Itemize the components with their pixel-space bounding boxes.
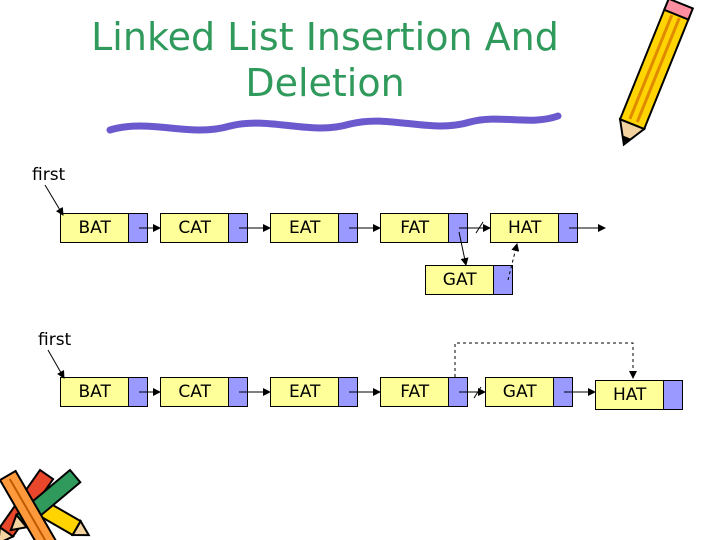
node-link	[339, 214, 357, 242]
node-data: CAT	[161, 214, 230, 242]
node-link	[449, 214, 467, 242]
list2-node-fat: FAT	[380, 377, 468, 407]
title-underline	[106, 112, 562, 134]
inserted-node-gat: GAT	[425, 265, 513, 295]
head-arrow	[44, 184, 64, 216]
node-link	[664, 381, 682, 409]
node-link	[339, 378, 357, 406]
node-data: GAT	[426, 266, 495, 294]
node-data: HAT	[596, 381, 665, 409]
first-label-2: first	[38, 330, 72, 350]
slide-title: Linked List Insertion And Deletion	[91, 15, 559, 105]
list-node-cat: CAT	[160, 213, 248, 243]
list-node-hat: HAT	[490, 213, 578, 243]
node-link	[129, 214, 147, 242]
node-data: EAT	[271, 214, 340, 242]
list-node-bat: BAT	[60, 213, 148, 243]
node-data: EAT	[271, 378, 340, 406]
node-link	[449, 378, 467, 406]
node-link	[229, 378, 247, 406]
list2-node-cat: CAT	[160, 377, 248, 407]
node-link	[129, 378, 147, 406]
gat-to-hat-arrow	[507, 243, 520, 281]
node-link	[554, 378, 572, 406]
broken-link-mark-2	[473, 386, 482, 399]
list2-node-eat: EAT	[270, 377, 358, 407]
node-data: FAT	[381, 214, 450, 242]
node-link	[229, 214, 247, 242]
broken-link-mark	[475, 221, 484, 234]
list-node-fat: FAT	[380, 213, 468, 243]
node-link	[559, 214, 577, 242]
node-data: FAT	[381, 378, 450, 406]
node-data: CAT	[161, 378, 230, 406]
list2-node-hat: HAT	[595, 380, 683, 410]
pencils-icon	[0, 468, 91, 540]
head-arrow-2	[47, 349, 65, 379]
pencil-icon	[618, 0, 695, 147]
list2-node-gat: GAT	[485, 377, 573, 407]
insert-arrow	[458, 231, 469, 266]
node-link	[494, 266, 512, 294]
node-data: BAT	[61, 378, 130, 406]
node-data: GAT	[486, 378, 555, 406]
first-label: first	[32, 165, 66, 185]
node-data: BAT	[61, 214, 130, 242]
bypass-arrow	[454, 342, 637, 379]
node-data: HAT	[491, 214, 560, 242]
